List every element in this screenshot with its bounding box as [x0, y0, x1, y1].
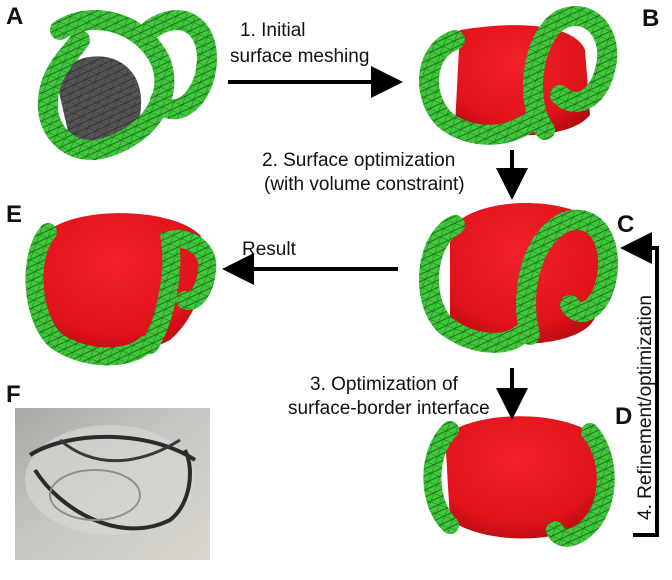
step4-label: 4. Refinement/optimization — [635, 295, 656, 520]
step3-line1: 3. Optimization of — [310, 374, 459, 395]
step1-line2: surface meshing — [230, 46, 369, 67]
panel-label-b: B — [642, 5, 659, 32]
panel-label-a: A — [6, 3, 23, 30]
panel-label-e: E — [6, 201, 22, 228]
step3-line2: surface-border interface — [288, 398, 490, 419]
step1-line1: 1. Initial — [240, 20, 305, 41]
panel-label-c: C — [617, 211, 634, 238]
arrow-step4-loop — [620, 232, 659, 537]
step2-line2: (with volume constraint) — [264, 174, 465, 195]
panel-c-graphic — [419, 203, 619, 353]
panel-label-f: F — [6, 381, 21, 408]
step2-line1: 2. Surface optimization — [262, 150, 455, 171]
panel-a-graphic — [37, 10, 217, 160]
panel-label-d: D — [615, 403, 632, 430]
result-label: Result — [242, 239, 297, 260]
panel-b-graphic — [419, 6, 618, 145]
panel-f-photo — [15, 408, 210, 560]
panel-d-graphic — [423, 416, 615, 547]
panel-e-graphic — [25, 213, 217, 366]
